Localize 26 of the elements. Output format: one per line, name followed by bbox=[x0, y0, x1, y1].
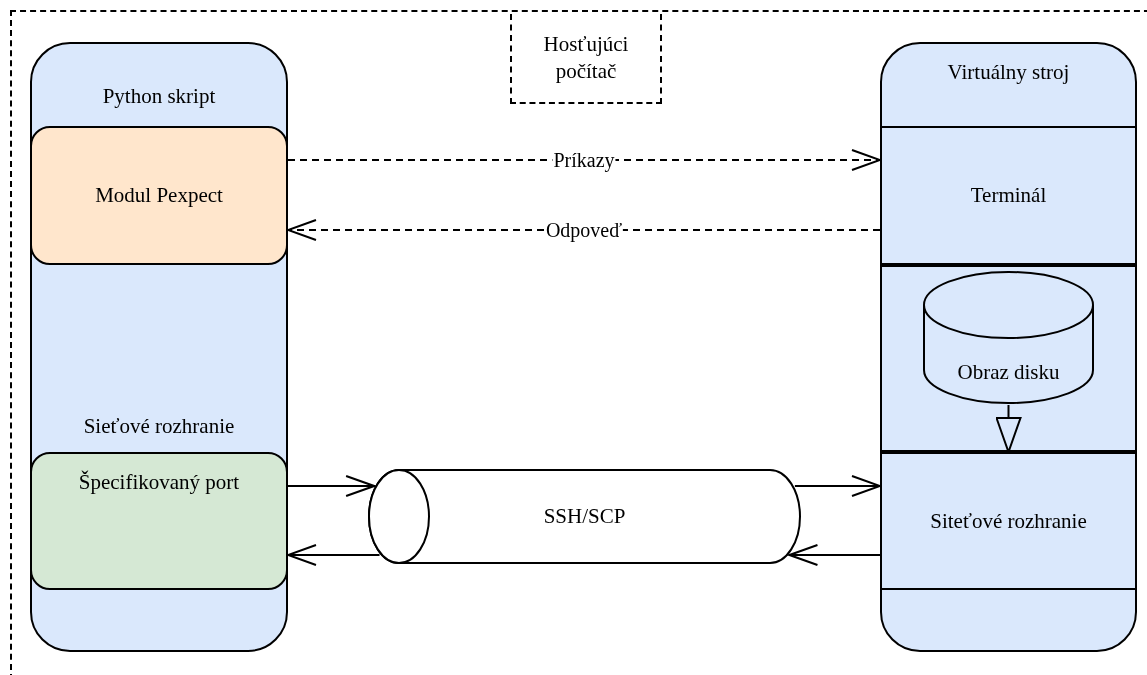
lane-section bbox=[880, 126, 1137, 265]
node-label: Terminál bbox=[970, 183, 1047, 208]
node-label: Siteťové rozhranie bbox=[930, 508, 1087, 534]
node-label: Modul Pexpect bbox=[95, 183, 223, 208]
swimlane bbox=[880, 42, 1137, 652]
lane-section bbox=[880, 265, 1137, 452]
arrow bbox=[788, 544, 881, 566]
dashed-frame bbox=[10, 10, 1147, 675]
module-box bbox=[30, 126, 288, 265]
section-title: Sieťové rozhranie bbox=[82, 414, 236, 439]
node-label: SSH/SCP bbox=[543, 504, 626, 529]
dashed-arrow bbox=[287, 149, 881, 171]
node-label: Špecifikovaný port bbox=[78, 470, 240, 495]
arrow bbox=[287, 475, 376, 497]
edge-label: Príkazy bbox=[552, 150, 616, 170]
lane-section bbox=[880, 452, 1137, 590]
edge-label: Odpoveď bbox=[544, 220, 624, 240]
lane-title: Python skript bbox=[102, 84, 216, 109]
arrow bbox=[995, 404, 1022, 453]
lane-title: Virtuálny stroj bbox=[947, 60, 1070, 85]
node-label: Obraz disku bbox=[957, 360, 1060, 385]
swimlane bbox=[30, 42, 288, 652]
arrow bbox=[287, 544, 381, 566]
arrow bbox=[793, 475, 881, 497]
frame-title: Hosťujúci počítač bbox=[510, 14, 662, 104]
dashed-arrow bbox=[287, 219, 881, 241]
